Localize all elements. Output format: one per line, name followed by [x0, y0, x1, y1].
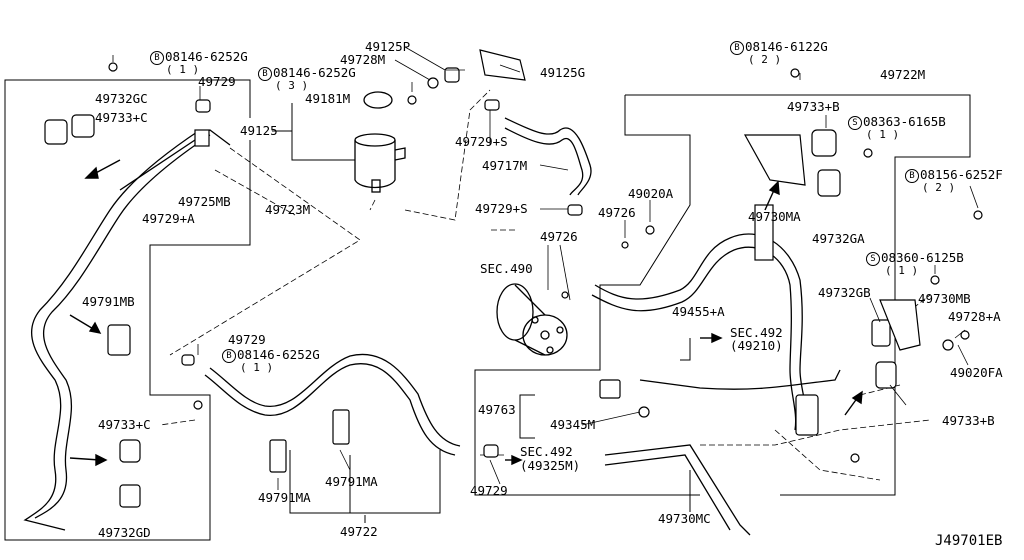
label-49020a: 49020A	[628, 186, 674, 201]
label-49125: 49125	[240, 123, 278, 138]
label-49733c-a: 49733+C	[95, 110, 148, 125]
bracket-49722	[289, 450, 441, 514]
label-49730mc: 49730MC	[658, 511, 711, 526]
label-49125g: 49125G	[540, 65, 586, 80]
label-49763: 49763	[478, 402, 516, 417]
frame-left	[4, 79, 251, 541]
label-49722: 49722	[340, 524, 378, 539]
label-49729-mid: 49729	[228, 332, 266, 347]
label-49733b-b: 49733+B	[942, 413, 995, 428]
label-49729s-b: 49729+S	[475, 201, 528, 216]
label-qty: ( 2 )	[748, 53, 782, 66]
label-49020fa: 49020FA	[950, 365, 1003, 380]
label-qty: ( 1 )	[240, 361, 274, 374]
diagram-id: J49701EB	[935, 533, 1003, 549]
label-qty: ( 2 )	[922, 181, 956, 194]
label-49345m: 49345M	[550, 417, 596, 432]
label-49728a: 49728+A	[948, 309, 1001, 324]
label-49455a: 49455+A	[672, 304, 725, 319]
label-qty: ( 3 )	[275, 79, 309, 92]
label-49733b-a: 49733+B	[787, 99, 840, 114]
label-49730ma: 49730MA	[748, 209, 801, 224]
label-sec492-low: SEC.492	[520, 444, 573, 459]
label-49729-top: 49729	[198, 74, 236, 89]
label-49723m: 49723M	[265, 202, 311, 217]
label-49729-low: 49729	[470, 483, 508, 498]
frame-center	[625, 94, 971, 496]
bracket-49125	[291, 103, 355, 161]
label-qty: ( 1 )	[885, 264, 919, 277]
label-sec492-mid-ref: (49210)	[730, 338, 783, 353]
label-49791mb: 49791MB	[82, 294, 135, 309]
label-sec492-mid: SEC.492	[730, 325, 783, 340]
label-49726-a: 49726	[598, 205, 636, 220]
label-49726-b: 49726	[540, 229, 578, 244]
label-qty: ( 1 )	[166, 63, 200, 76]
label-49125p: 49125P	[365, 39, 411, 54]
label-49733c-b: 49733+C	[98, 417, 151, 432]
label-49722m: 49722M	[880, 67, 926, 82]
label-49725mb: 49725MB	[178, 194, 231, 209]
label-49732gd: 49732GD	[98, 525, 151, 540]
label-49732ga: 49732GA	[812, 231, 865, 246]
label-49791ma-a: 49791MA	[258, 490, 311, 505]
label-qty: ( 1 )	[866, 128, 900, 141]
label-sec490: SEC.490	[480, 261, 533, 276]
label-49717m: 49717M	[482, 158, 528, 173]
label-49729s-a: 49729+S	[455, 134, 508, 149]
label-49728m: 49728M	[340, 52, 386, 67]
label-49181m: 49181M	[305, 91, 351, 106]
label-49732gb: 49732GB	[818, 285, 871, 300]
label-49732gc: 49732GC	[95, 91, 148, 106]
label-49791ma-b: 49791MA	[325, 474, 378, 489]
label-49730mb: 49730MB	[918, 291, 971, 306]
label-49729a: 49729+A	[142, 211, 195, 226]
label-sec492-low-ref: (49325M)	[520, 458, 581, 473]
